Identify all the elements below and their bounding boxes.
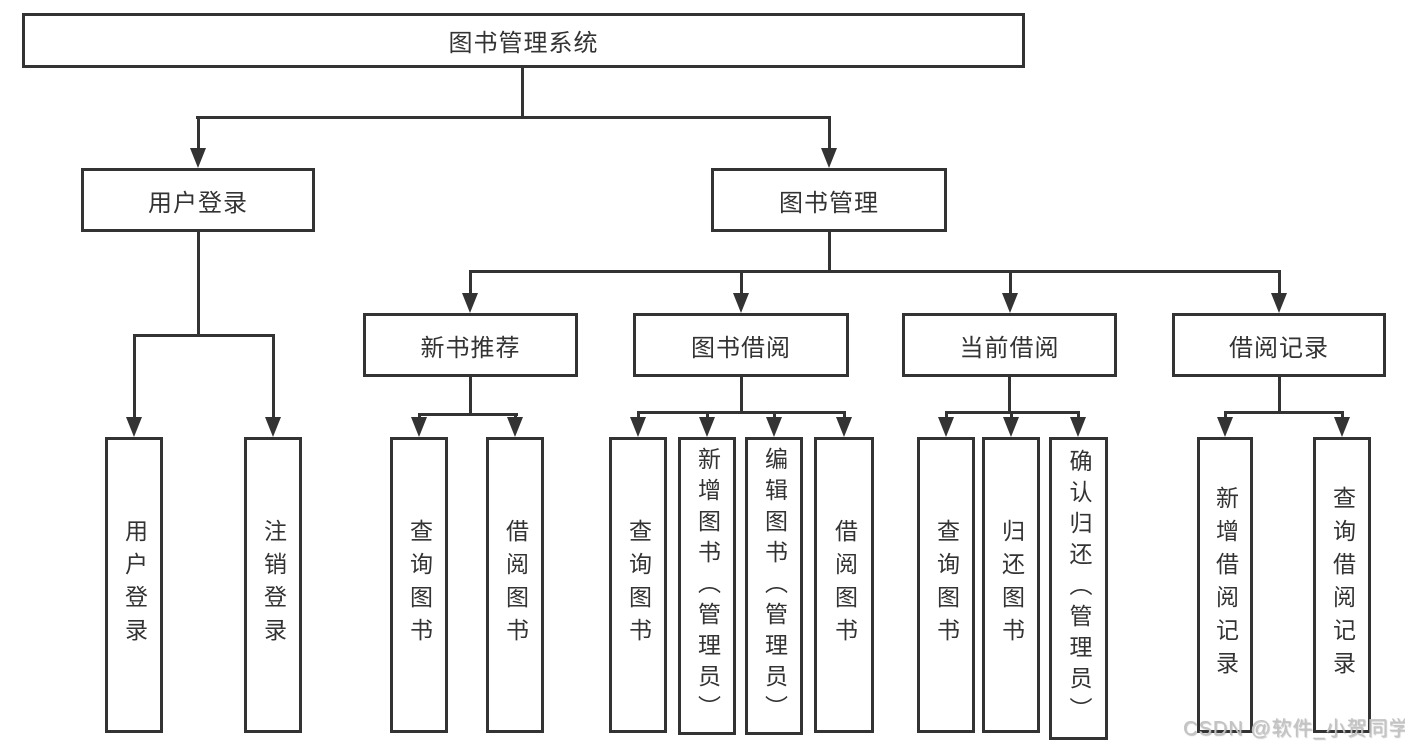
connector-borrow-stem [739, 377, 743, 413]
csdn-watermark: CSDN @软件_小贺同学 [1183, 718, 1405, 740]
node-leaf-edit-books-admin: 编辑图书（管理员） [745, 437, 803, 735]
node-current-borrow: 当前借阅 [902, 313, 1117, 377]
node-leaf-logout: 注销登录 [244, 437, 302, 733]
node-label: 查询图书 [406, 519, 433, 651]
arrow-down-icon [1271, 293, 1287, 313]
arrow-down-icon [836, 417, 852, 437]
arrow-down-icon [126, 417, 142, 437]
node-label: 当前借阅 [959, 334, 1060, 362]
connector-root-bar [196, 116, 831, 119]
connector-borrow-drop-1 [636, 411, 640, 419]
connector-borrow-drop-4 [842, 411, 846, 419]
connector-records-drop-2 [1340, 411, 1344, 419]
node-leaf-query-borrow-record: 查询借阅记录 [1313, 437, 1371, 733]
node-label: 借阅图书 [502, 519, 529, 651]
node-new-book-recommend: 新书推荐 [363, 313, 578, 377]
connector-mgmt-bar [468, 270, 1281, 273]
arrow-down-icon [1217, 417, 1233, 437]
connector-current-drop-3 [1076, 411, 1080, 419]
node-root: 图书管理系统 [22, 13, 1025, 68]
node-label: 归还图书 [998, 519, 1025, 651]
arrow-down-icon [766, 417, 782, 437]
arrow-down-icon [462, 293, 478, 313]
connector-borrow-drop-3 [772, 411, 776, 419]
node-leaf-return-books: 归还图书 [982, 437, 1040, 733]
node-label: 编辑图书（管理员） [761, 446, 788, 726]
connector-mgmt-drop-2 [739, 270, 743, 293]
arrow-down-icon [1002, 293, 1018, 313]
node-leaf-confirm-return-admin: 确认归还（管理员） [1049, 437, 1108, 740]
node-leaf-rec-query-books: 查询图书 [390, 437, 448, 733]
node-label: 图书管理系统 [448, 30, 599, 57]
arrow-down-icon [1334, 417, 1350, 437]
arrow-down-icon [411, 417, 427, 437]
node-leaf-current-query-books: 查询图书 [917, 437, 975, 733]
node-label: 图书管理 [779, 189, 879, 217]
arrow-down-icon [821, 148, 837, 168]
node-leaf-add-borrow-record: 新增借阅记录 [1197, 437, 1253, 733]
arrow-down-icon [630, 417, 646, 437]
connector-current-drop-2 [1009, 411, 1013, 419]
connector-root-stem [521, 68, 524, 118]
connector-root-drop-left [196, 116, 200, 149]
node-book-borrow: 图书借阅 [633, 313, 849, 377]
node-label: 图书借阅 [691, 334, 791, 362]
node-label: 借阅图书 [831, 519, 858, 651]
connector-rec-drop-1 [417, 413, 421, 419]
arrow-down-icon [938, 417, 954, 437]
arrow-down-icon [733, 293, 749, 313]
node-label: 查询图书 [933, 519, 960, 651]
node-book-management: 图书管理 [711, 168, 947, 232]
connector-mgmt-drop-3 [1008, 270, 1012, 293]
node-label: 新书推荐 [420, 334, 521, 362]
connector-login-drop-2 [271, 334, 275, 418]
node-label: 用户登录 [148, 189, 248, 217]
node-label: 注销登录 [260, 519, 287, 651]
arrow-down-icon [507, 417, 523, 437]
connector-mgmt-drop-1 [468, 270, 472, 293]
connector-current-drop-1 [944, 411, 948, 419]
connector-records-stem [1277, 377, 1281, 413]
arrow-down-icon [1070, 417, 1086, 437]
node-user-login: 用户登录 [81, 168, 315, 232]
node-leaf-add-books-admin: 新增图书（管理员） [678, 437, 736, 735]
node-label: 用户登录 [121, 519, 148, 651]
connector-records-bar [1223, 411, 1344, 414]
connector-borrow-bar [636, 411, 846, 414]
node-leaf-borrow-query-books: 查询图书 [609, 437, 667, 733]
node-label: 查询图书 [625, 519, 652, 651]
arrow-down-icon [190, 148, 206, 168]
connector-login-stem [196, 232, 200, 337]
connector-rec-stem [469, 377, 472, 416]
node-label: 新增借阅记录 [1212, 486, 1239, 684]
node-label: 借阅记录 [1229, 334, 1329, 362]
arrow-down-icon [1003, 417, 1019, 437]
connector-mgmt-stem [827, 232, 831, 273]
node-label: 新增图书（管理员） [694, 446, 721, 726]
node-leaf-user-login: 用户登录 [105, 437, 163, 733]
connector-rec-bar [417, 413, 518, 416]
connector-login-bar [132, 334, 275, 337]
node-leaf-rec-borrow-books: 借阅图书 [486, 437, 544, 733]
node-borrow-records: 借阅记录 [1172, 313, 1386, 377]
connector-mgmt-drop-4 [1277, 270, 1281, 293]
connector-login-drop-1 [132, 334, 136, 418]
connector-borrow-drop-2 [705, 411, 709, 419]
node-label: 查询借阅记录 [1329, 486, 1356, 684]
connector-root-drop-right [827, 116, 831, 149]
node-leaf-borrow-books: 借阅图书 [814, 437, 874, 733]
arrow-down-icon [699, 417, 715, 437]
connector-current-stem [1008, 377, 1011, 413]
node-label: 确认归还（管理员） [1066, 449, 1092, 728]
connector-rec-drop-2 [513, 413, 517, 419]
arrow-down-icon [265, 417, 281, 437]
connector-records-drop-1 [1223, 411, 1227, 419]
